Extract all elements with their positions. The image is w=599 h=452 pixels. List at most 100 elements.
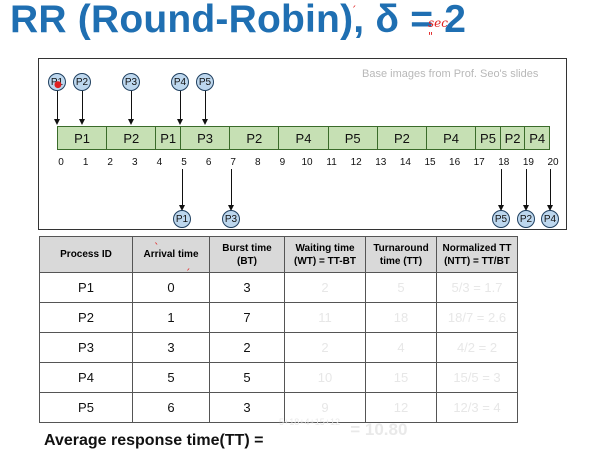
table-cell: 12/3 = 4 <box>436 392 518 423</box>
arrow-head <box>176 119 183 125</box>
table-cell: 0 <box>132 272 210 303</box>
time-tick-label: 13 <box>375 157 387 168</box>
table-header-row: Process ID Arrival time Burst time (BT) … <box>39 236 518 273</box>
table-cell: 3 <box>132 332 210 363</box>
table-cell: P2 <box>39 302 133 333</box>
table-cell: 11 <box>284 302 366 333</box>
completion-arrow-line <box>501 169 502 205</box>
completion-arrow-line <box>550 169 551 205</box>
arrival-arrow-line <box>82 91 83 119</box>
average-result: = 10.80 <box>350 420 408 439</box>
time-tick-label: 15 <box>424 157 436 168</box>
table-cell: 1 <box>132 302 210 333</box>
gantt-segment: P2 <box>499 126 526 150</box>
table-cell: 3 <box>209 392 285 423</box>
arrow-head <box>201 119 208 125</box>
handwritten-mark: ˏ <box>185 258 191 271</box>
completion-bubble-p2: P2 <box>517 210 535 228</box>
time-tick-label: 20 <box>547 157 559 168</box>
header-arrival-time: Arrival time <box>132 236 210 273</box>
table-cell: 9 <box>284 392 366 423</box>
time-tick-label: 14 <box>399 157 411 168</box>
gantt-segment: P4 <box>524 126 550 150</box>
handwritten-mark: " <box>428 30 434 43</box>
arrow-head <box>53 119 60 125</box>
arrival-bubble-p4: P4 <box>171 73 189 91</box>
gantt-segment: P2 <box>106 126 157 150</box>
time-tick-label: 6 <box>205 157 212 168</box>
header-normalized-tt: Normalized TT (NTT) = TT/BT <box>436 236 518 273</box>
header-turnaround-time: Turnaround time (TT) <box>365 236 437 273</box>
time-tick-label: 11 <box>326 157 337 168</box>
table-cell: 4/2 = 2 <box>436 332 518 363</box>
table-cell: 4 <box>365 332 437 363</box>
arrow-head <box>497 205 504 211</box>
table-cell: 6 <box>132 392 210 423</box>
time-tick-label: 2 <box>107 157 113 168</box>
table-cell: P4 <box>39 362 133 393</box>
time-tick-label: 0 <box>58 157 64 168</box>
time-tick-label: 5 <box>181 157 187 168</box>
completion-bubble-p3: P3 <box>222 210 240 228</box>
table-cell: 15/5 = 3 <box>436 362 518 393</box>
table-cell: P5 <box>39 392 133 423</box>
arrival-bubble-p2: P2 <box>73 73 91 91</box>
slide-title: RR (Round-Robin), δ = 2 <box>10 0 467 41</box>
table-cell: 5 <box>132 362 210 393</box>
completion-bubble-p1: P1 <box>173 210 191 228</box>
gantt-segment: P2 <box>229 126 280 150</box>
average-label: Average response time(TT) = <box>44 432 264 449</box>
gantt-segment: P3 <box>180 126 231 150</box>
average-numerator: 5+18+4+15+12 <box>279 417 341 427</box>
process-table: Process ID Arrival time Burst time (BT) … <box>39 236 518 423</box>
header-burst-time: Burst time (BT) <box>209 236 285 273</box>
table-cell: 12 <box>365 392 437 423</box>
table-cell: P3 <box>39 332 133 363</box>
image-credit: Base images from Prof. Seo's slides <box>362 68 539 80</box>
gantt-segment: P1 <box>155 126 181 150</box>
gantt-segment: P1 <box>57 126 108 150</box>
handwritten-mark: ˊ <box>351 4 357 17</box>
gantt-segment: P5 <box>327 126 378 150</box>
table-cell: 7 <box>209 302 285 333</box>
arrow-head <box>127 119 134 125</box>
arrow-head <box>546 205 553 211</box>
time-tick-label: 3 <box>132 157 138 168</box>
arrival-bubble-p3: P3 <box>122 73 140 91</box>
arrow-head <box>522 205 529 211</box>
arrival-arrow-line <box>131 91 132 119</box>
table-cell: 10 <box>284 362 366 393</box>
table-cell: 18/7 = 2.6 <box>436 302 518 333</box>
arrow-head <box>178 205 185 211</box>
arrival-arrow-line <box>57 91 58 119</box>
time-tick-label: 16 <box>449 157 461 168</box>
completion-arrow-line <box>182 169 183 205</box>
time-tick-label: 7 <box>230 157 236 168</box>
arrow-head <box>227 205 234 211</box>
gantt-segment: P2 <box>376 126 427 150</box>
handwritten-mark: ˋ <box>154 241 160 254</box>
table-cell: 5/3 = 1.7 <box>436 272 518 303</box>
average-formula: 5+18+4+15+12 = 10.80 <box>279 417 408 440</box>
gantt-segment: P5 <box>475 126 501 150</box>
arrival-bubble-p1: P1 <box>48 73 66 91</box>
table-cell: 3 <box>209 272 285 303</box>
time-tick-label: 9 <box>279 157 286 168</box>
time-tick-label: 17 <box>473 157 485 168</box>
time-tick-label: 1 <box>82 157 89 168</box>
time-tick-label: 19 <box>522 157 534 168</box>
time-tick-label: 12 <box>350 157 362 168</box>
completion-bubble-p5: P5 <box>492 210 510 228</box>
gantt-segment: P4 <box>278 126 329 150</box>
table-cell: 5 <box>365 272 437 303</box>
time-tick-label: 4 <box>156 157 163 168</box>
table-cell: 2 <box>284 272 366 303</box>
header-process-id: Process ID <box>39 236 133 273</box>
arrival-arrow-line <box>180 91 181 119</box>
table-cell: 2 <box>284 332 366 363</box>
handwritten-mark: ● <box>54 80 62 90</box>
gantt-segment: P4 <box>426 126 477 150</box>
arrival-arrow-line <box>205 91 206 119</box>
table-cell: P1 <box>39 272 133 303</box>
